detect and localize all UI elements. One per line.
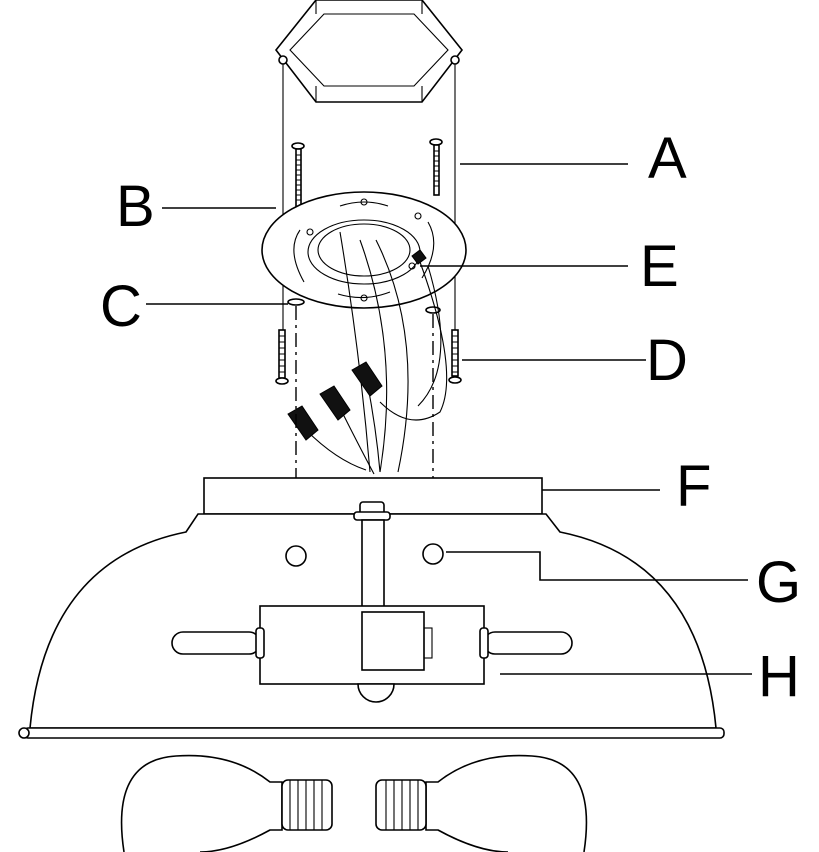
- center-stem: [353, 501, 391, 613]
- part-labels: A B C D E F G H: [100, 126, 801, 709]
- junction-box: [274, 0, 464, 103]
- label-h: H: [758, 644, 800, 709]
- fixture-wires: [305, 231, 448, 475]
- light-bulb-left: [120, 754, 333, 852]
- wire-nut-1: [287, 405, 319, 441]
- light-bulb-right: [375, 754, 588, 852]
- label-a: A: [648, 126, 687, 191]
- mounting-holes: [285, 543, 444, 567]
- socket-assembly: [171, 605, 573, 703]
- label-c: C: [100, 274, 142, 339]
- leader-lines: [146, 163, 752, 675]
- label-f: F: [676, 454, 711, 519]
- label-b: B: [116, 174, 155, 239]
- screw-c-left: [275, 298, 305, 385]
- wire-nut-2: [319, 385, 351, 421]
- screw-a-right: [429, 138, 443, 196]
- screw-d-right: [425, 306, 462, 384]
- wire-nut-3: [351, 361, 383, 397]
- screw-a-left: [291, 142, 305, 210]
- label-g: G: [756, 550, 801, 615]
- label-d: D: [646, 328, 688, 393]
- label-e: E: [640, 234, 679, 299]
